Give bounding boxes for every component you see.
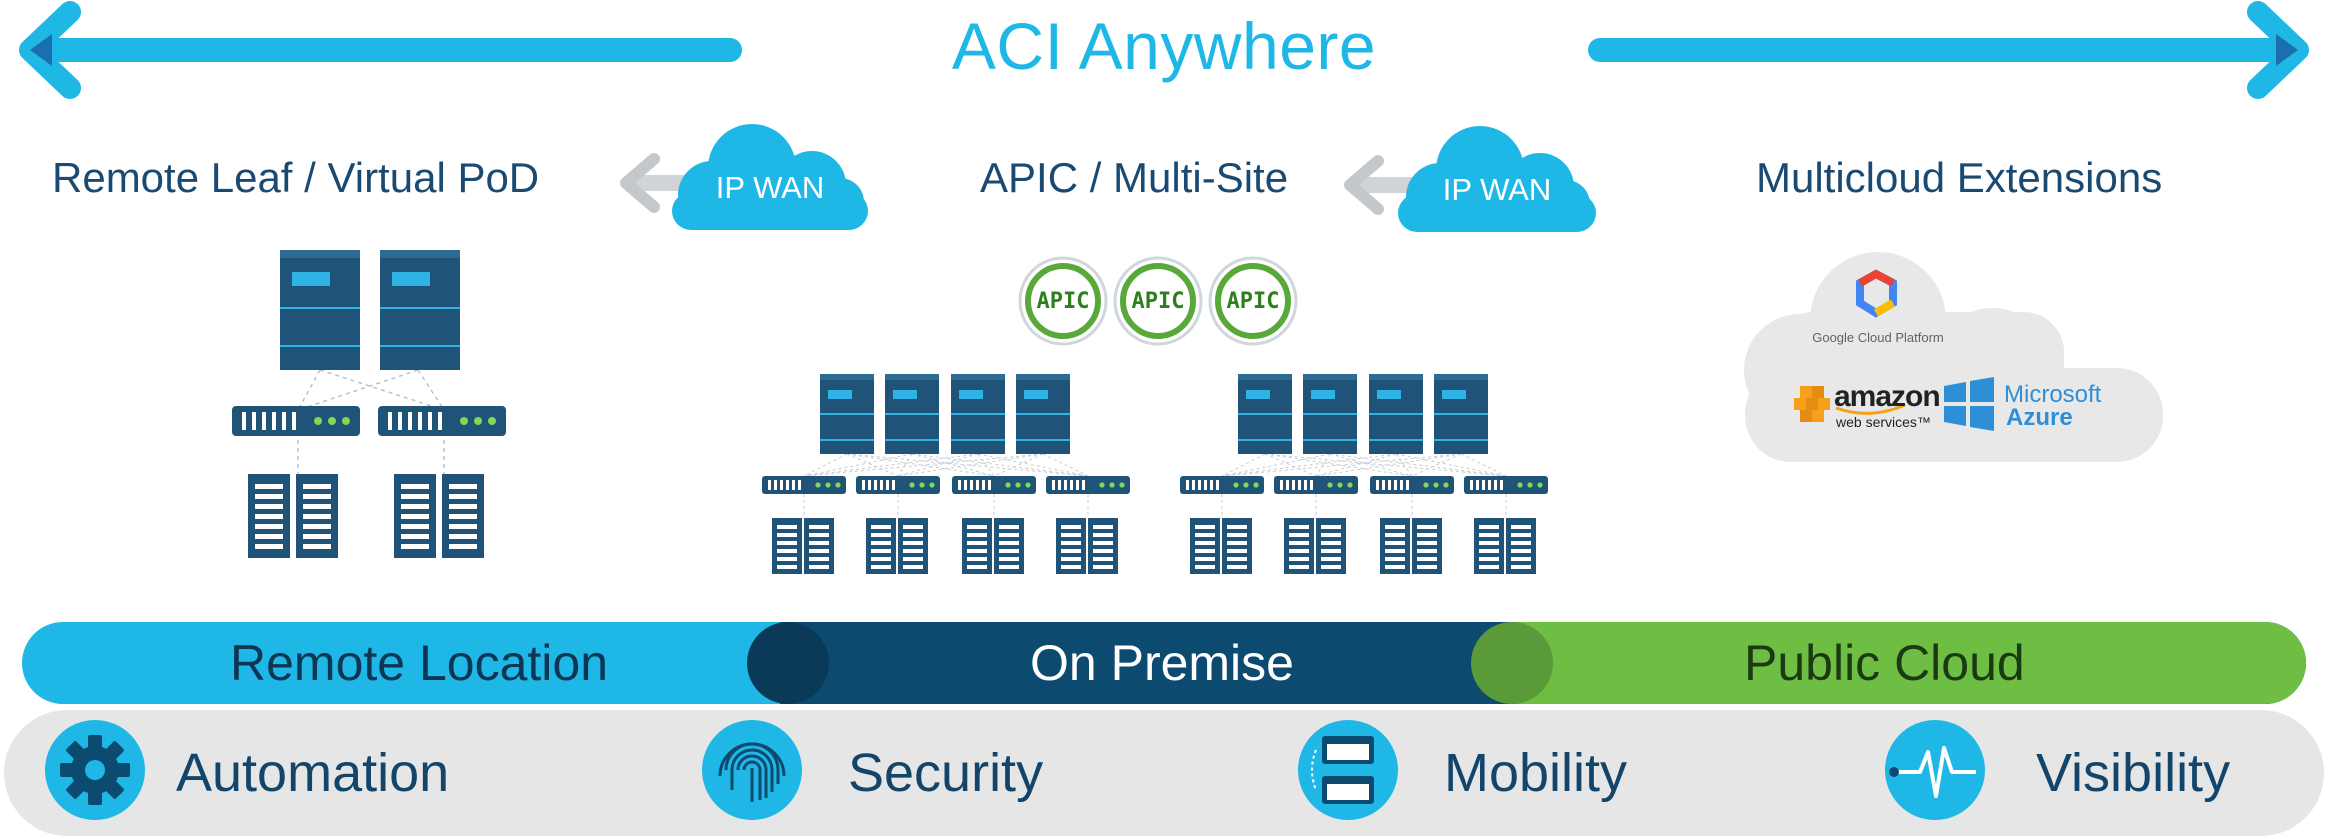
google-cloud-label: Google Cloud Platform [1812,330,1944,345]
apic-label: APIC [1131,289,1185,314]
wan-cloud-icon [672,124,868,230]
feature-mobility: Mobility [1444,743,1628,803]
mobility-icon [1298,720,1398,820]
right-arrow-icon [1588,1,2309,99]
feature-pill [4,710,2324,836]
band-on-premise: On Premise [1030,635,1294,691]
page-title: ACI Anywhere [951,9,1377,83]
feature-automation: Automation [176,743,450,803]
spine-server [279,249,361,371]
spine-server [379,249,461,371]
apic-badge-icon [1113,256,1203,346]
band-strip [22,622,2306,704]
apic-label: APIC [1226,289,1280,314]
apic-badge-icon [1018,256,1108,346]
aws-label: web services™ [1836,414,1931,430]
apic-cluster [1018,256,1298,346]
rack [442,474,484,558]
feature-visibility: Visibility [2036,743,2231,803]
azure-label: Azure [2006,404,2073,431]
fingerprint-icon [702,720,802,820]
rack [394,474,436,558]
section-label-remote: Remote Leaf / Virtual PoD [52,154,540,201]
azure-logo-icon [1944,377,1994,431]
remote-leaf-topology [232,249,506,558]
wan-label: IP WAN [715,170,825,205]
onprem-fabric-b [1180,373,1548,574]
rack [296,474,338,558]
aws-logo-icon [1794,386,1906,422]
apic-label: APIC [1036,289,1090,314]
band-public-cloud: Public Cloud [1744,635,2025,691]
apic-badge-icon [1208,256,1298,346]
pulse-icon [1885,720,1985,820]
feature-security: Security [848,743,1044,803]
wan-link-left [626,124,868,230]
wan-link-right [1350,126,1596,232]
microsoft-label: Microsoft [2004,381,2102,408]
left-arrow-icon [19,1,742,99]
leaf-switch [378,406,506,436]
onprem-fabric-a [762,373,1130,574]
amazon-label: amazon [1834,380,1941,413]
google-cloud-logo [1856,269,1897,318]
multicloud-cloud-icon [1744,252,2163,462]
band-remote-location: Remote Location [230,635,609,691]
wan-label: IP WAN [1442,172,1552,207]
rack [248,474,290,558]
leaf-switch [232,406,360,436]
wan-cloud-icon [1398,126,1596,232]
gear-icon [45,720,145,820]
section-label-cloud: Multicloud Extensions [1756,154,2163,201]
section-label-onprem: APIC / Multi-Site [980,154,1289,201]
